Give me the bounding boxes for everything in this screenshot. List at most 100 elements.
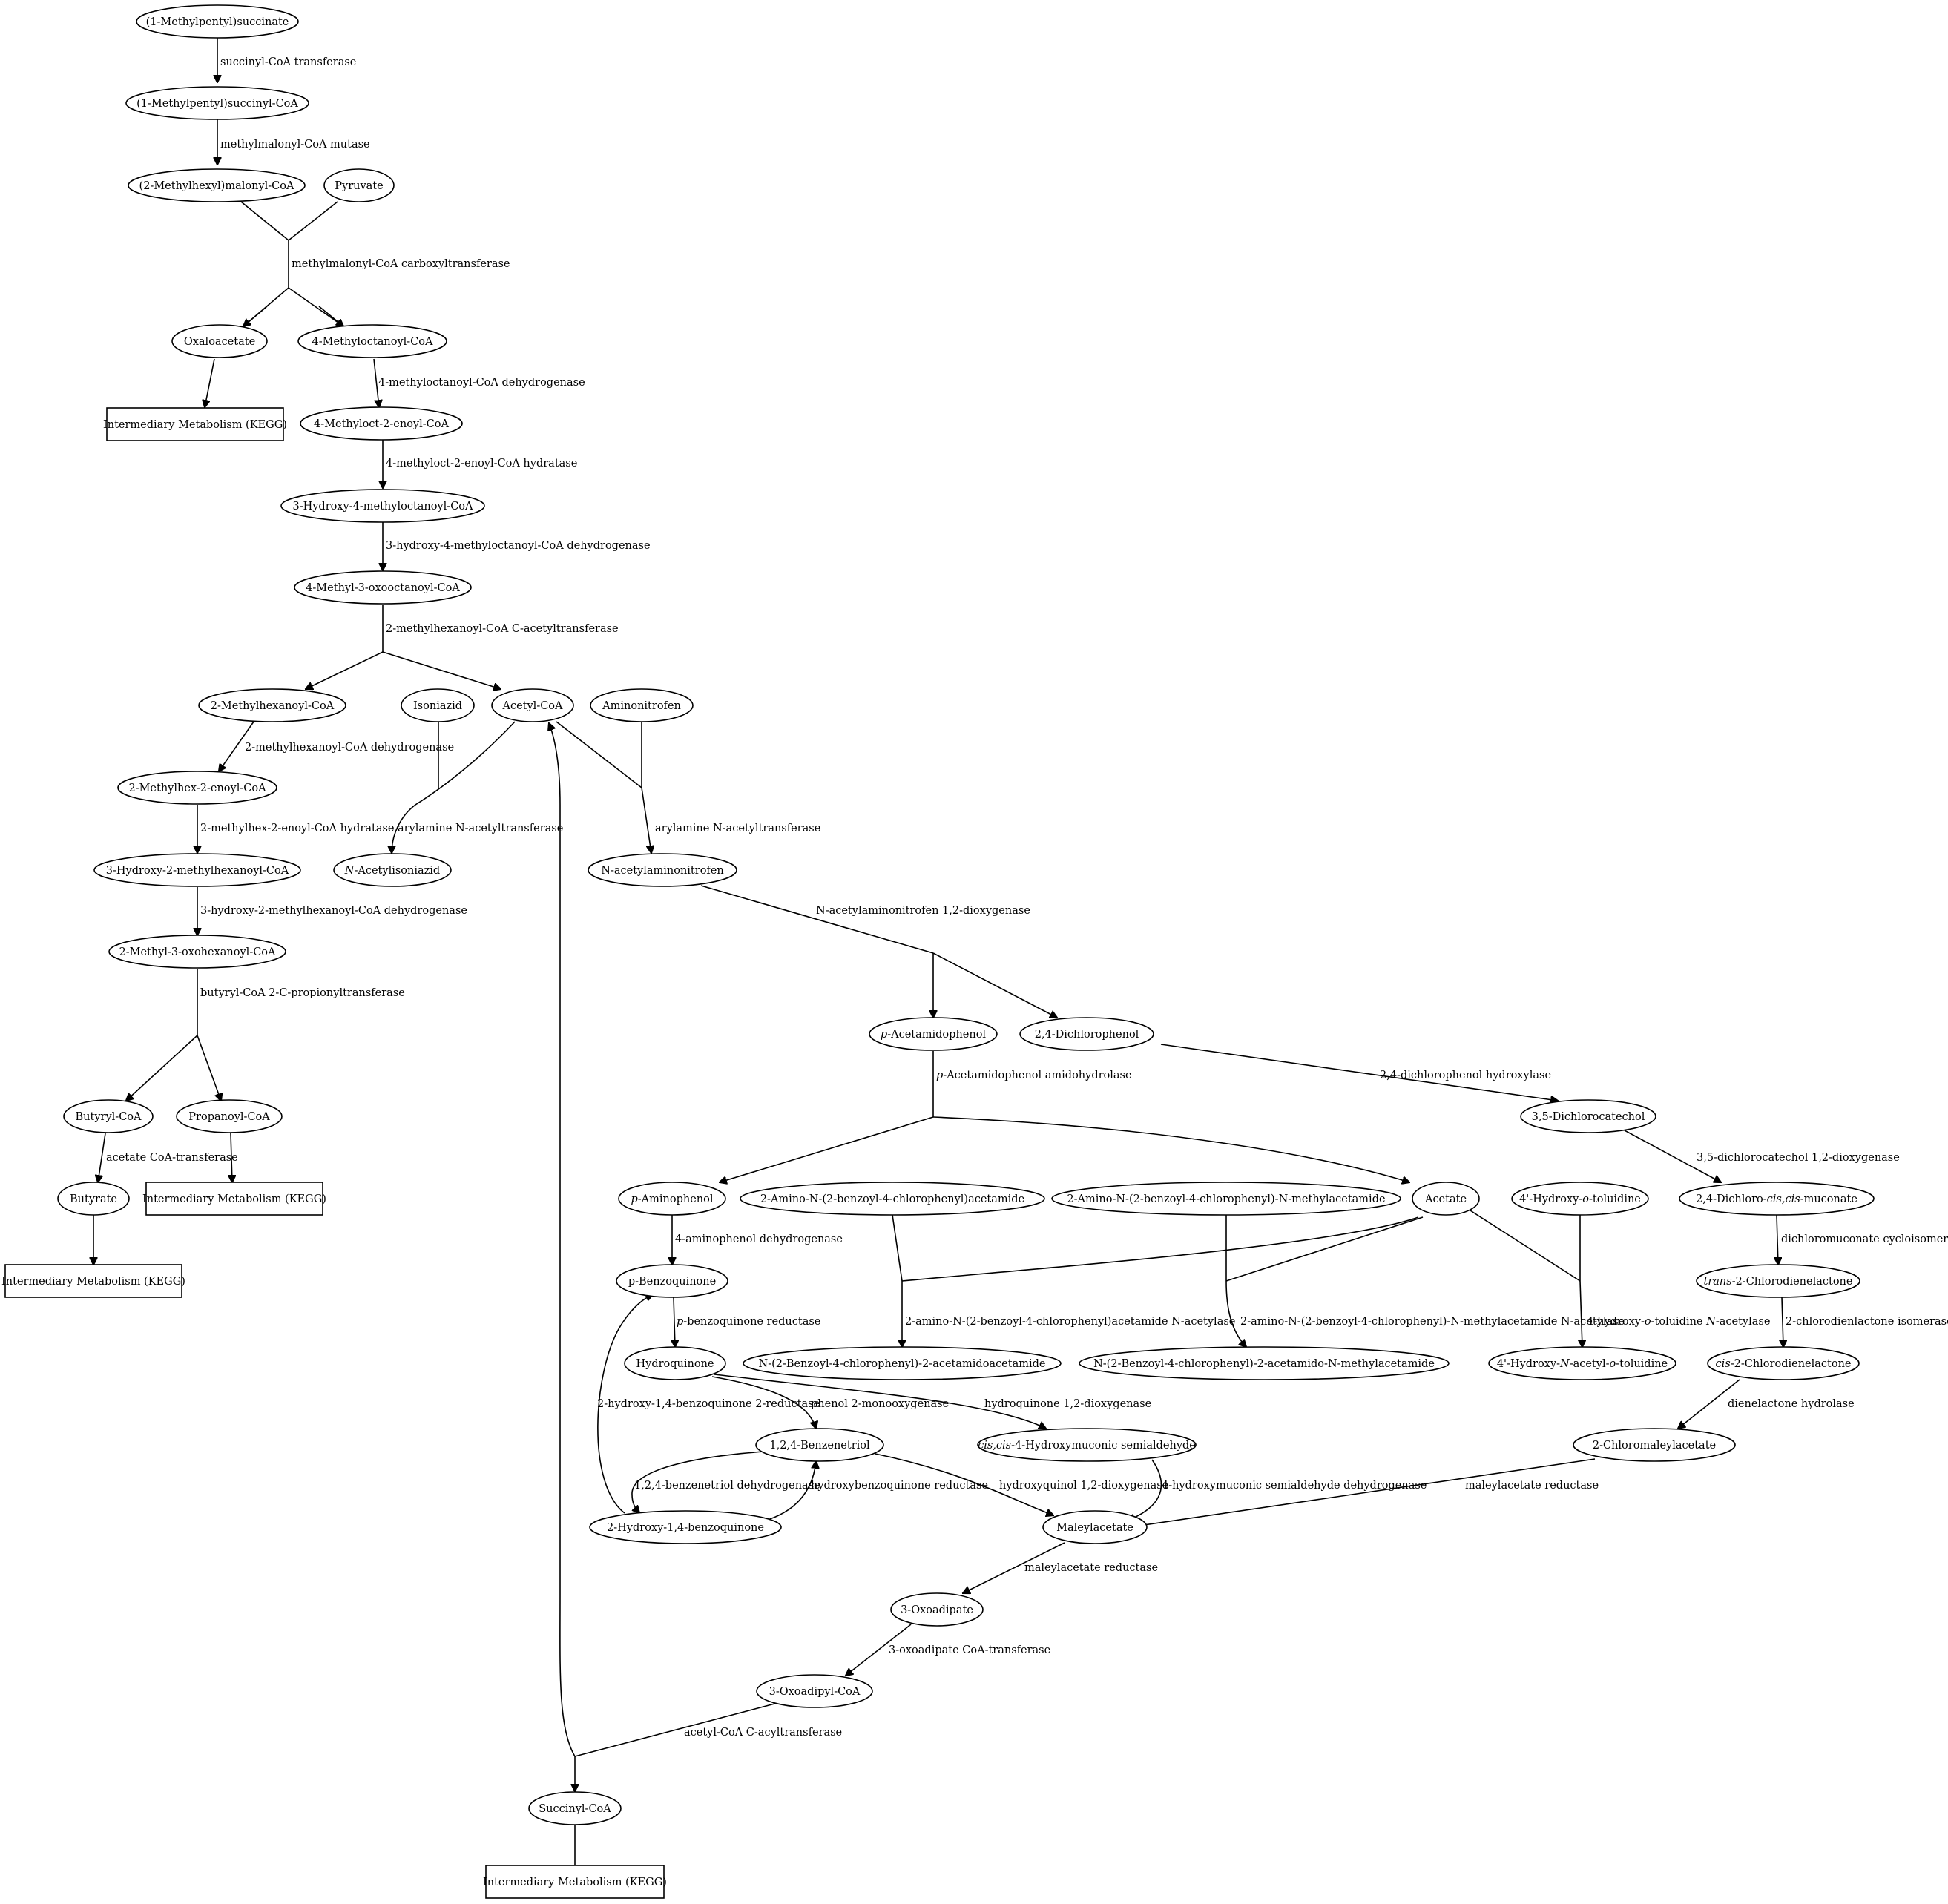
label-methyloct-enoyl-hydratase: 4-methyloct-2-enoyl-CoA hydratase: [386, 458, 577, 470]
node-label: Propanoyl-CoA: [188, 1111, 270, 1123]
node-dichlorophenol[interactable]: 2,4-Dichlorophenol: [1019, 1017, 1154, 1051]
node-label: Hydroquinone: [636, 1358, 714, 1370]
label-methylhex-enoyl-hydratase: 2-methylhex-2-enoyl-CoA hydratase: [200, 823, 394, 834]
node-hydroxy-methyloctanoyl-coa[interactable]: 3-Hydroxy-4-methyloctanoyl-CoA: [280, 489, 485, 523]
node-label: p-Aminophenol: [631, 1193, 713, 1205]
edge-methylacetamide-junction-to-product: [1225, 1280, 1246, 1347]
label-methyloctanoyl-dehydrogenase: 4-methyloctanoyl-CoA dehydrogenase: [378, 377, 585, 389]
node-acetate[interactable]: Acetate: [1412, 1182, 1480, 1216]
label-methylhexanoyl-dehydrogenase: 2-methylhexanoyl-CoA dehydrogenase: [245, 742, 454, 754]
node-oxoadipyl-coa[interactable]: 3-Oxoadipyl-CoA: [756, 1674, 873, 1708]
label-acetate-coa-transferase: acetate CoA-transferase: [106, 1152, 238, 1164]
node-hydroxymuconic-semialdehyde[interactable]: cis,cis-4-Hydroxymuconic semialdehyde: [977, 1428, 1197, 1462]
node-succinyl-coa[interactable]: Succinyl-CoA: [528, 1791, 622, 1825]
node-amino-benzoyl-acetamide[interactable]: 2-Amino-N-(2-benzoyl-4-chlorophenyl)acet…: [740, 1182, 1045, 1216]
edge-hydroxymuconic-to-maleylacetate: [1128, 1459, 1162, 1521]
node-trans-chlorodienelactone[interactable]: trans-2-Chlorodienelactone: [1696, 1264, 1860, 1298]
label-hydroxybenzoquinone-reductase: hydroxybenzoquinone reductase: [811, 1480, 988, 1492]
label-methylmalonyl-coa-mutase: methylmalonyl-CoA mutase: [220, 139, 370, 151]
node-label-italic: cis,cis: [978, 1440, 1011, 1452]
node-benzoyl-acetamido-methylacetamide[interactable]: N-(2-Benzoyl-4-chlorophenyl)-2-acetamido…: [1079, 1346, 1450, 1380]
label-oxoadipate-coa-transferase: 3-oxoadipate CoA-transferase: [889, 1644, 1050, 1656]
node-hydroxy-methylhexanoyl-coa[interactable]: 3-Hydroxy-2-methylhexanoyl-CoA: [93, 853, 301, 887]
edge-benzoquinone-to-hydroquinone: [674, 1297, 675, 1347]
node-butyrate[interactable]: Butyrate: [57, 1182, 130, 1216]
node-hydroxy-benzoquinone[interactable]: 2-Hydroxy-1,4-benzoquinone: [589, 1510, 782, 1544]
edge-acetyl-to-isoniazid-product: [392, 721, 516, 853]
label-dichlorocatechol-dioxygenase: 3,5-dichlorocatechol 1,2-dioxygenase: [1697, 1152, 1900, 1164]
edge-aminonitrofen-product-junction: [700, 885, 934, 954]
label-italic-part: N: [1705, 1316, 1717, 1328]
node-acetyl-coa[interactable]: Acetyl-CoA: [491, 688, 574, 722]
node-hydroxy-toluidine[interactable]: 4'-Hydroxy-o-toluidine: [1511, 1182, 1649, 1216]
node-kegg-4[interactable]: Intermediary Metabolism (KEGG): [483, 1865, 667, 1899]
edge-acetyl-to-aminonitrofen-product: [556, 721, 651, 853]
node-methyloct-enoyl-coa[interactable]: 4-Methyloct-2-enoyl-CoA: [300, 406, 463, 441]
node-aminonitrofen[interactable]: Aminonitrofen: [590, 688, 694, 722]
label-n-acetylaminonitrofen-dioxygenase: N-acetylaminonitrofen 1,2-dioxygenase: [816, 905, 1030, 917]
node-kegg-1[interactable]: Intermediary Metabolism (KEGG): [103, 407, 287, 441]
node-p-benzoquinone[interactable]: p-Benzoquinone: [616, 1264, 728, 1298]
node-hydroquinone[interactable]: Hydroquinone: [624, 1346, 726, 1380]
node-oxoadipate[interactable]: 3-Oxoadipate: [890, 1592, 984, 1627]
node-methylhex-enoyl-coa[interactable]: 2-Methylhex-2-enoyl-CoA: [117, 771, 277, 805]
node-dichloro-muconate[interactable]: 2,4-Dichloro-cis,cis-muconate: [1679, 1182, 1875, 1216]
node-benzoyl-acetamidoacetamide[interactable]: N-(2-Benzoyl-4-chlorophenyl)-2-acetamido…: [743, 1346, 1062, 1380]
node-label: 2-Methylhex-2-enoyl-CoA: [128, 783, 266, 794]
node-oxaloacetate[interactable]: Oxaloacetate: [171, 324, 268, 358]
node-maleylacetate[interactable]: Maleylacetate: [1042, 1510, 1148, 1544]
node-label-italic: p: [631, 1193, 637, 1205]
node-kegg-2[interactable]: Intermediary Metabolism (KEGG): [142, 1182, 326, 1216]
edge-dichlorocatechol-to-muconate: [1624, 1130, 1721, 1182]
node-label-rest: -2-Chlorodienelactone: [1731, 1358, 1852, 1370]
node-label-italic: N: [1559, 1358, 1570, 1370]
node-label: p-Acetamidophenol: [881, 1029, 987, 1041]
node-methyl-oxohexanoyl-coa[interactable]: 2-Methyl-3-oxohexanoyl-CoA: [108, 935, 286, 969]
node-methyl-oxooctanoyl-coa[interactable]: 4-Methyl-3-oxooctanoyl-CoA: [294, 570, 472, 605]
edge-acetate-to-methylacetamide-junction: [1225, 1216, 1424, 1282]
node-methylpentyl-succinyl-coa[interactable]: (1-Methylpentyl)succinyl-CoA: [125, 86, 309, 120]
node-label-part: -muconate: [1800, 1193, 1857, 1205]
edge-junction-to-acetate: [932, 1116, 1409, 1182]
node-kegg-3[interactable]: Intermediary Metabolism (KEGG): [1, 1264, 185, 1298]
node-methylhexanoyl-coa[interactable]: 2-Methylhexanoyl-CoA: [198, 688, 346, 722]
label-benzenetriol-dehydrogenase: 1,2,4-benzenetriol dehydrogenase: [634, 1480, 820, 1492]
node-label: 2-Chloromaleylacetate: [1593, 1440, 1716, 1452]
node-label-rest: -Aminophenol: [638, 1193, 714, 1205]
node-label: Maleylacetate: [1056, 1522, 1133, 1534]
node-p-aminophenol[interactable]: p-Aminophenol: [618, 1182, 726, 1216]
node-label: 1,2,4-Benzenetriol: [769, 1440, 870, 1452]
node-chloromaleylacetate[interactable]: 2-Chloromaleylacetate: [1573, 1428, 1736, 1462]
node-methylpentyl-succinate[interactable]: (1-Methylpentyl)succinate: [136, 4, 299, 39]
node-isoniazid[interactable]: Isoniazid: [401, 688, 475, 722]
node-label-part: -toluidine: [1616, 1358, 1668, 1370]
node-pyruvate[interactable]: Pyruvate: [323, 168, 395, 202]
node-n-acetylisoniazid[interactable]: N-Acetylisoniazid: [333, 853, 452, 887]
node-dichlorocatechol[interactable]: 3,5-Dichlorocatechol: [1520, 1099, 1656, 1133]
edge-butyryl-to-butyrate: [98, 1133, 106, 1182]
node-methylhexyl-malonyl-coa[interactable]: (2-Methylhexyl)malonyl-CoA: [128, 168, 306, 202]
node-label-italic: cis,cis: [1767, 1193, 1800, 1205]
edge-oxoadipyl-junction: [574, 1702, 778, 1757]
node-label: 3-Oxoadipyl-CoA: [769, 1686, 861, 1698]
node-butyryl-coa[interactable]: Butyryl-CoA: [63, 1099, 154, 1133]
node-label: Acetyl-CoA: [501, 700, 563, 712]
node-benzenetriol[interactable]: 1,2,4-Benzenetriol: [755, 1428, 884, 1462]
node-label: 3-Oxoadipate: [901, 1604, 973, 1616]
edge-junction-to-acetyl-coa: [382, 651, 501, 689]
node-p-acetamidophenol[interactable]: p-Acetamidophenol: [869, 1017, 998, 1051]
node-label: Succinyl-CoA: [539, 1803, 611, 1815]
node-propanoyl-coa[interactable]: Propanoyl-CoA: [176, 1099, 283, 1133]
node-label: trans-2-Chlorodienelactone: [1704, 1276, 1853, 1288]
edges: [93, 34, 1783, 1873]
node-amino-benzoyl-methylacetamide[interactable]: 2-Amino-N-(2-benzoyl-4-chlorophenyl)-N-m…: [1051, 1182, 1401, 1216]
label-maleylacetate-reductase-2: maleylacetate reductase: [1024, 1562, 1158, 1574]
node-n-acetylaminonitrofen[interactable]: N-acetylaminonitrofen: [588, 853, 737, 887]
label-hydroxyquinol-dioxygenase: hydroxyquinol 1,2-dioxygenase: [999, 1480, 1168, 1492]
node-label-part: -toluidine: [1589, 1193, 1641, 1205]
node-cis-chlorodienelactone[interactable]: cis-2-Chlorodienelactone: [1707, 1346, 1860, 1380]
label-hydroquinone-dioxygenase: hydroquinone 1,2-dioxygenase: [984, 1398, 1151, 1410]
node-hydroxy-acetyl-toluidine[interactable]: 4'-Hydroxy-N-acetyl-o-toluidine: [1488, 1346, 1676, 1380]
label-chlorodienlactone-isomerase: 2-chlorodienlactone isomerase: [1786, 1316, 1948, 1328]
node-methyloctanoyl-coa[interactable]: 4-Methyloctanoyl-CoA: [297, 324, 447, 358]
